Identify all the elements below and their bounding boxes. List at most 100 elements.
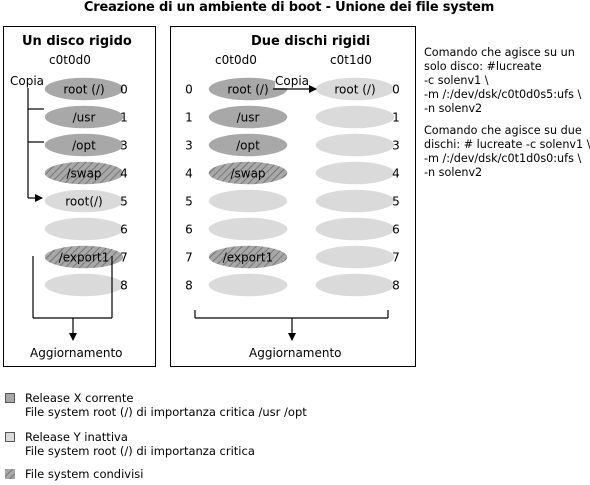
panel-two-disk-a-slice-ellipse bbox=[207, 188, 289, 214]
panel-one-disk-slice-ellipse bbox=[43, 160, 125, 186]
panel-one-disk-slice-label: /opt bbox=[72, 139, 96, 153]
panel-one-copy-bracket bbox=[27, 84, 44, 202]
panel-two-disk-a-slice: /opt 3 bbox=[185, 132, 289, 158]
panel-two-disk-b-slice-number: 3 bbox=[392, 139, 400, 153]
command-line: -n solenv2 bbox=[424, 102, 483, 115]
panel-one-upgrade-label: Aggiornamento bbox=[30, 346, 123, 360]
panel-two-disk-a-slice: 6 bbox=[185, 216, 289, 242]
legend: Release X corrente File system root (/) … bbox=[5, 391, 445, 481]
panel-one-disk-slice-ellipse bbox=[43, 216, 125, 242]
panel-one-disk-slice-number: 7 bbox=[120, 251, 128, 265]
panel-one-disk-name: c0t0d0 bbox=[49, 53, 91, 67]
legend-swatch-current bbox=[5, 393, 15, 403]
panel-two-disk-a-slice-ellipse bbox=[207, 272, 289, 298]
panel-two-disk-a-slice: /export1 7 bbox=[185, 244, 289, 270]
legend-current-desc: File system root (/) di importanza criti… bbox=[25, 405, 307, 419]
panel-two-disk-a-slice-label: /export1 bbox=[223, 251, 274, 265]
panel-two-disk-b-slice: root (/)0 bbox=[314, 76, 400, 102]
panel-two-disk-a-slice-number: 0 bbox=[185, 83, 193, 97]
panel-one-disk-slice-label: root(/) bbox=[65, 195, 102, 209]
panel-one-disk-slice-label: /swap bbox=[66, 167, 101, 181]
panel-one-disk-slice-ellipse bbox=[43, 76, 125, 102]
legend-shared-label: File system condivisi bbox=[25, 467, 144, 481]
panel-one-disk-slice: /export1 7 bbox=[43, 244, 128, 270]
panel-one-disk-slice-number: 8 bbox=[120, 279, 128, 293]
panel-two-disk-b-slice-ellipse bbox=[314, 216, 396, 242]
panel-one-disk-slice-number: 5 bbox=[120, 195, 128, 209]
panel-one-disk-slice-number: 3 bbox=[120, 139, 128, 153]
panel-two-disk-b-slice-ellipse bbox=[314, 244, 396, 270]
panel-two-disk-a-slice-ellipse bbox=[207, 132, 289, 158]
panel-two-disk-b-slice: 1 bbox=[314, 104, 400, 130]
panel-two-disk-b-slice-number: 1 bbox=[392, 111, 400, 125]
panel-two-disk-a-slice-number: 3 bbox=[185, 139, 193, 153]
command-block-two-disks: Comando che agisce su due dischi: # lucr… bbox=[424, 124, 590, 180]
panel-one-disk-slice-label: /export1 bbox=[59, 251, 110, 265]
panel-two-disk-b-slice-label: root (/) bbox=[334, 83, 375, 97]
panel-two-disk-b-slice-number: 7 bbox=[392, 251, 400, 265]
panel-one-disk-slice: /swap 4 bbox=[43, 160, 128, 186]
legend-swatch-inactive bbox=[5, 432, 15, 442]
panel-two-disk-b-slice-number: 6 bbox=[392, 223, 400, 237]
panel-two-disk-b-slice: 5 bbox=[314, 188, 400, 214]
panel-two-disk-a-slice-label: /swap bbox=[230, 167, 265, 181]
panel-two-disk-b-slice: 7 bbox=[314, 244, 400, 270]
command-line: Comando che agisce su due bbox=[424, 124, 582, 137]
panel-two-copy-label: Copia bbox=[275, 74, 310, 88]
panel-two-disks bbox=[170, 26, 416, 367]
panel-one-disk-slice-label: /usr bbox=[73, 111, 96, 125]
legend-inactive-desc: File system root (/) di importanza criti… bbox=[25, 444, 255, 458]
panel-two-disk-b-slice: 4 bbox=[314, 160, 400, 186]
command-line: Comando che agisce su un bbox=[424, 46, 575, 59]
panel-one-disk-slice-ellipse bbox=[43, 244, 125, 270]
panel-two-disk-a-slice-number: 6 bbox=[185, 223, 193, 237]
command-line: -n solenv2 bbox=[424, 166, 483, 179]
panel-two-disk-a-slice-ellipse bbox=[207, 216, 289, 242]
panel-one-disk-slice-ellipse bbox=[43, 188, 125, 214]
panel-two-disk-a-slice-number: 4 bbox=[185, 167, 193, 181]
panel-two-disk-a-slice-ellipse bbox=[207, 104, 289, 130]
panel-two-disk-a-slice: 8 bbox=[185, 272, 289, 298]
panel-one-disk-slice: 8 bbox=[43, 272, 128, 298]
panel-one-upgrade-bracket bbox=[32, 256, 113, 341]
panel-one-disk-slice: 6 bbox=[43, 216, 128, 242]
legend-inactive-label: Release Y inattiva bbox=[25, 430, 128, 444]
panel-two-disk-b-slice-ellipse bbox=[314, 188, 396, 214]
panel-one-disk-slice: root(/) 5 bbox=[43, 188, 128, 214]
command-line: -m /:/dev/dsk/c0t1d0s0:ufs \ bbox=[424, 152, 582, 165]
panel-two-disk-b-slice-number: 5 bbox=[392, 195, 400, 209]
panel-two-disk-a-slice-number: 7 bbox=[185, 251, 193, 265]
panel-two-disk-a-slice-number: 5 bbox=[185, 195, 193, 209]
panel-two-disk-b-slice-ellipse bbox=[314, 160, 396, 186]
panel-one-disk-slice: /opt 3 bbox=[43, 132, 128, 158]
legend-swatch-shared bbox=[5, 469, 15, 479]
panel-one-disk-title: Un disco rigido bbox=[22, 34, 132, 49]
command-block-one-disk: Comando che agisce su un solo disco: #lu… bbox=[424, 46, 581, 116]
panel-two-disk-b-slice: 6 bbox=[314, 216, 400, 242]
panel-one-disk-slice: root (/) 0 bbox=[43, 76, 128, 102]
panel-one-disk-slice-ellipse bbox=[43, 132, 125, 158]
legend-current-label: Release X corrente bbox=[25, 391, 134, 405]
command-line: -m /:/dev/dsk/c0t0d0s5:ufs \ bbox=[424, 88, 582, 101]
panel-two-disk-a-slice-number: 8 bbox=[185, 279, 193, 293]
panel-one-disk-slice-ellipse bbox=[43, 104, 125, 130]
panel-two-disk-b-slice-number: 4 bbox=[392, 167, 400, 181]
panel-one-disk-slice-label: root (/) bbox=[63, 83, 104, 97]
panel-two-disk-b-slice: 8 bbox=[314, 272, 400, 298]
panel-two-disk-a-slice-label: /opt bbox=[236, 139, 260, 153]
panel-two-disk-b-slice-ellipse bbox=[314, 104, 396, 130]
panel-two-disk-a-slice: 5 bbox=[185, 188, 289, 214]
diagram-title: Creazione di un ambiente di boot - Union… bbox=[83, 0, 495, 15]
panel-one-disk-slice-number: 4 bbox=[120, 167, 128, 181]
panel-two-upgrade-bracket bbox=[194, 310, 389, 341]
panel-one-disk-slice-number: 0 bbox=[120, 83, 128, 97]
panel-two-disk-b-slice-ellipse bbox=[314, 132, 396, 158]
panel-two-disk-a-slice-label: /usr bbox=[237, 111, 260, 125]
panel-two-upgrade-label: Aggiornamento bbox=[249, 346, 342, 360]
panel-two-disks-title: Due dischi rigidi bbox=[251, 34, 371, 49]
panel-two-disk-a-slice-label: root (/) bbox=[227, 83, 268, 97]
panel-two-disk-b-slice-number: 8 bbox=[392, 279, 400, 293]
